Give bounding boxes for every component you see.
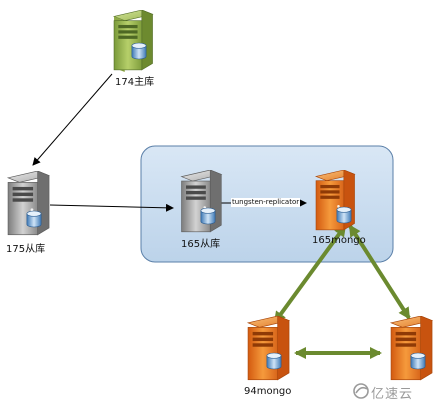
edge-label-replicator: tungsten-replicator	[231, 198, 301, 207]
node-label-94-mongo: 94mongo	[244, 386, 292, 397]
server-165-slave	[180, 170, 222, 233]
watermark-logo-icon	[353, 383, 369, 399]
database-icon	[200, 207, 216, 225]
database-icon	[131, 42, 147, 60]
database-icon	[266, 352, 282, 370]
server-175-slave	[7, 171, 50, 236]
database-icon	[410, 352, 426, 370]
node-label-174: 174主库	[115, 77, 155, 88]
edge-175-to-165	[49, 203, 174, 212]
watermark-text: 亿速云	[371, 387, 414, 402]
database-icon	[26, 210, 42, 228]
node-label-165-slave: 165从库	[181, 239, 221, 250]
node-label-175: 175从库	[6, 244, 46, 255]
edge-174-to-175	[32, 73, 113, 166]
server-165-mongo	[315, 170, 356, 231]
node-label-165-mongo: 165mongo	[312, 235, 366, 246]
server-94-mongo	[247, 316, 290, 381]
database-icon	[336, 206, 352, 224]
mongo-link-165-right	[348, 224, 411, 320]
server-174-master	[113, 10, 154, 72]
mongo-link-165-94	[273, 224, 347, 324]
server-mongo-right	[390, 316, 433, 381]
